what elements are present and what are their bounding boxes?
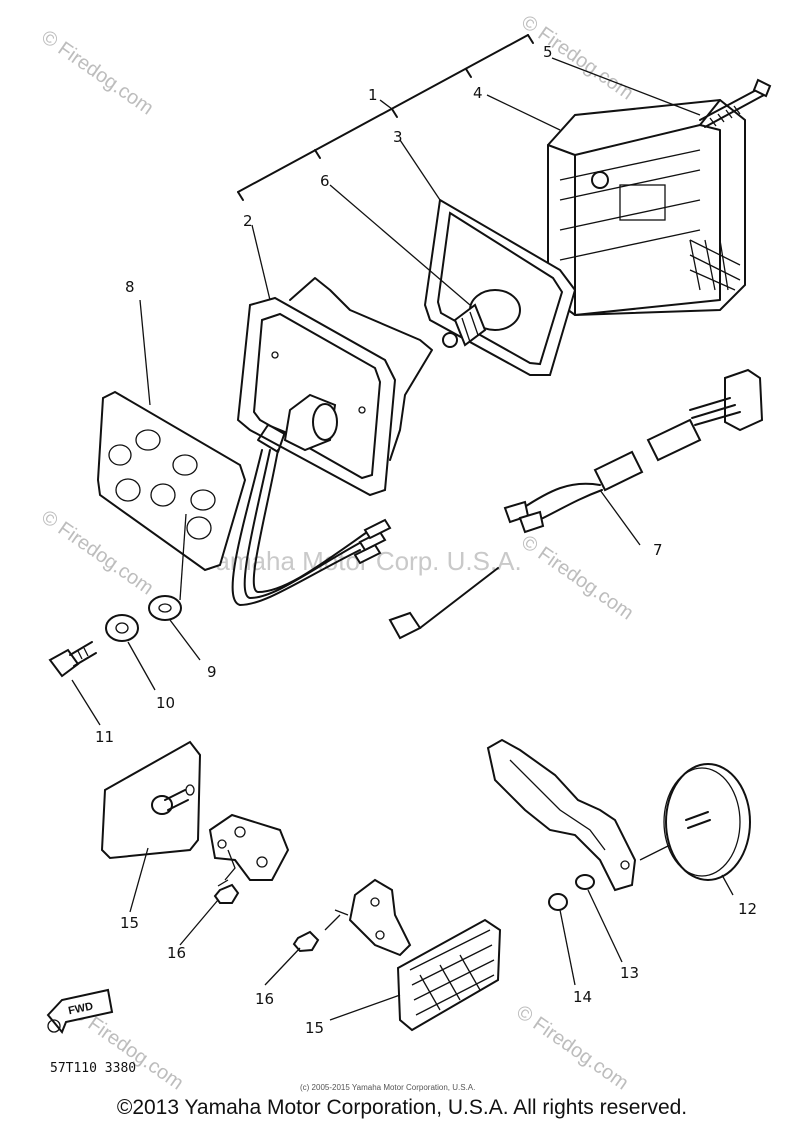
label-part-15-lower: 15 (305, 1019, 324, 1037)
bracket-lower (324, 878, 412, 957)
bulb (442, 289, 521, 348)
lamp-base (236, 277, 433, 497)
label-part-7: 7 (653, 541, 663, 559)
label-part-15-upper: 15 (120, 914, 139, 932)
bracket-right (486, 738, 681, 892)
cover-plate (96, 390, 247, 572)
socket-wires (231, 424, 392, 606)
label-part-5: 5 (543, 43, 553, 61)
nut-14 (548, 893, 568, 911)
label-part-6: 6 (320, 172, 330, 190)
label-part-8: 8 (125, 278, 135, 296)
label-part-13: 13 (620, 964, 639, 982)
lens-housing (547, 98, 746, 317)
label-part-1: 1 (368, 86, 378, 104)
label-part-9: 9 (207, 663, 217, 681)
watermark-bottom-right: © Firedog.com (512, 1001, 632, 1094)
watermark-top-right: © Firedog.com (517, 11, 637, 104)
watermark-mid-right: © Firedog.com (517, 531, 637, 624)
label-part-16-lower: 16 (255, 990, 274, 1008)
label-part-3: 3 (393, 128, 403, 146)
fwd-badge: FWD (46, 988, 114, 1034)
reflector-plate-upper (100, 740, 202, 860)
label-part-11: 11 (95, 728, 114, 746)
fwd-badge-text: FWD (67, 1000, 94, 1017)
bracket-upper (208, 813, 290, 887)
leader-lines-bottom (129, 847, 734, 1021)
label-part-10: 10 (156, 694, 175, 712)
watermark-top-left: © Firedog.com (37, 26, 157, 119)
wire-harness (388, 368, 764, 640)
assembly-bracket (237, 34, 534, 201)
label-part-4: 4 (473, 84, 483, 102)
diagram-code: 57T110 3380 (50, 1061, 136, 1076)
small-copyright: (c) 2005-2015 Yamaha Motor Corporation, … (300, 1083, 475, 1092)
reflector-plate-lower (396, 918, 502, 1032)
fasteners-left (48, 595, 182, 678)
nut-16b (292, 930, 320, 953)
label-part-16-upper: 16 (167, 944, 186, 962)
round-reflector (663, 763, 751, 881)
label-part-12: 12 (738, 900, 757, 918)
washer-13 (575, 874, 595, 890)
nut-16a (213, 883, 240, 904)
leader-lines-top (71, 57, 701, 726)
label-part-14: 14 (573, 988, 592, 1006)
screw (699, 78, 772, 128)
part-numbers: 1 2 3 4 5 6 7 8 9 10 11 12 13 14 15 15 1… (95, 43, 757, 1037)
label-part-2: 2 (243, 212, 253, 230)
footer-copyright: ©2013 Yamaha Motor Corporation, U.S.A. A… (116, 1096, 688, 1119)
